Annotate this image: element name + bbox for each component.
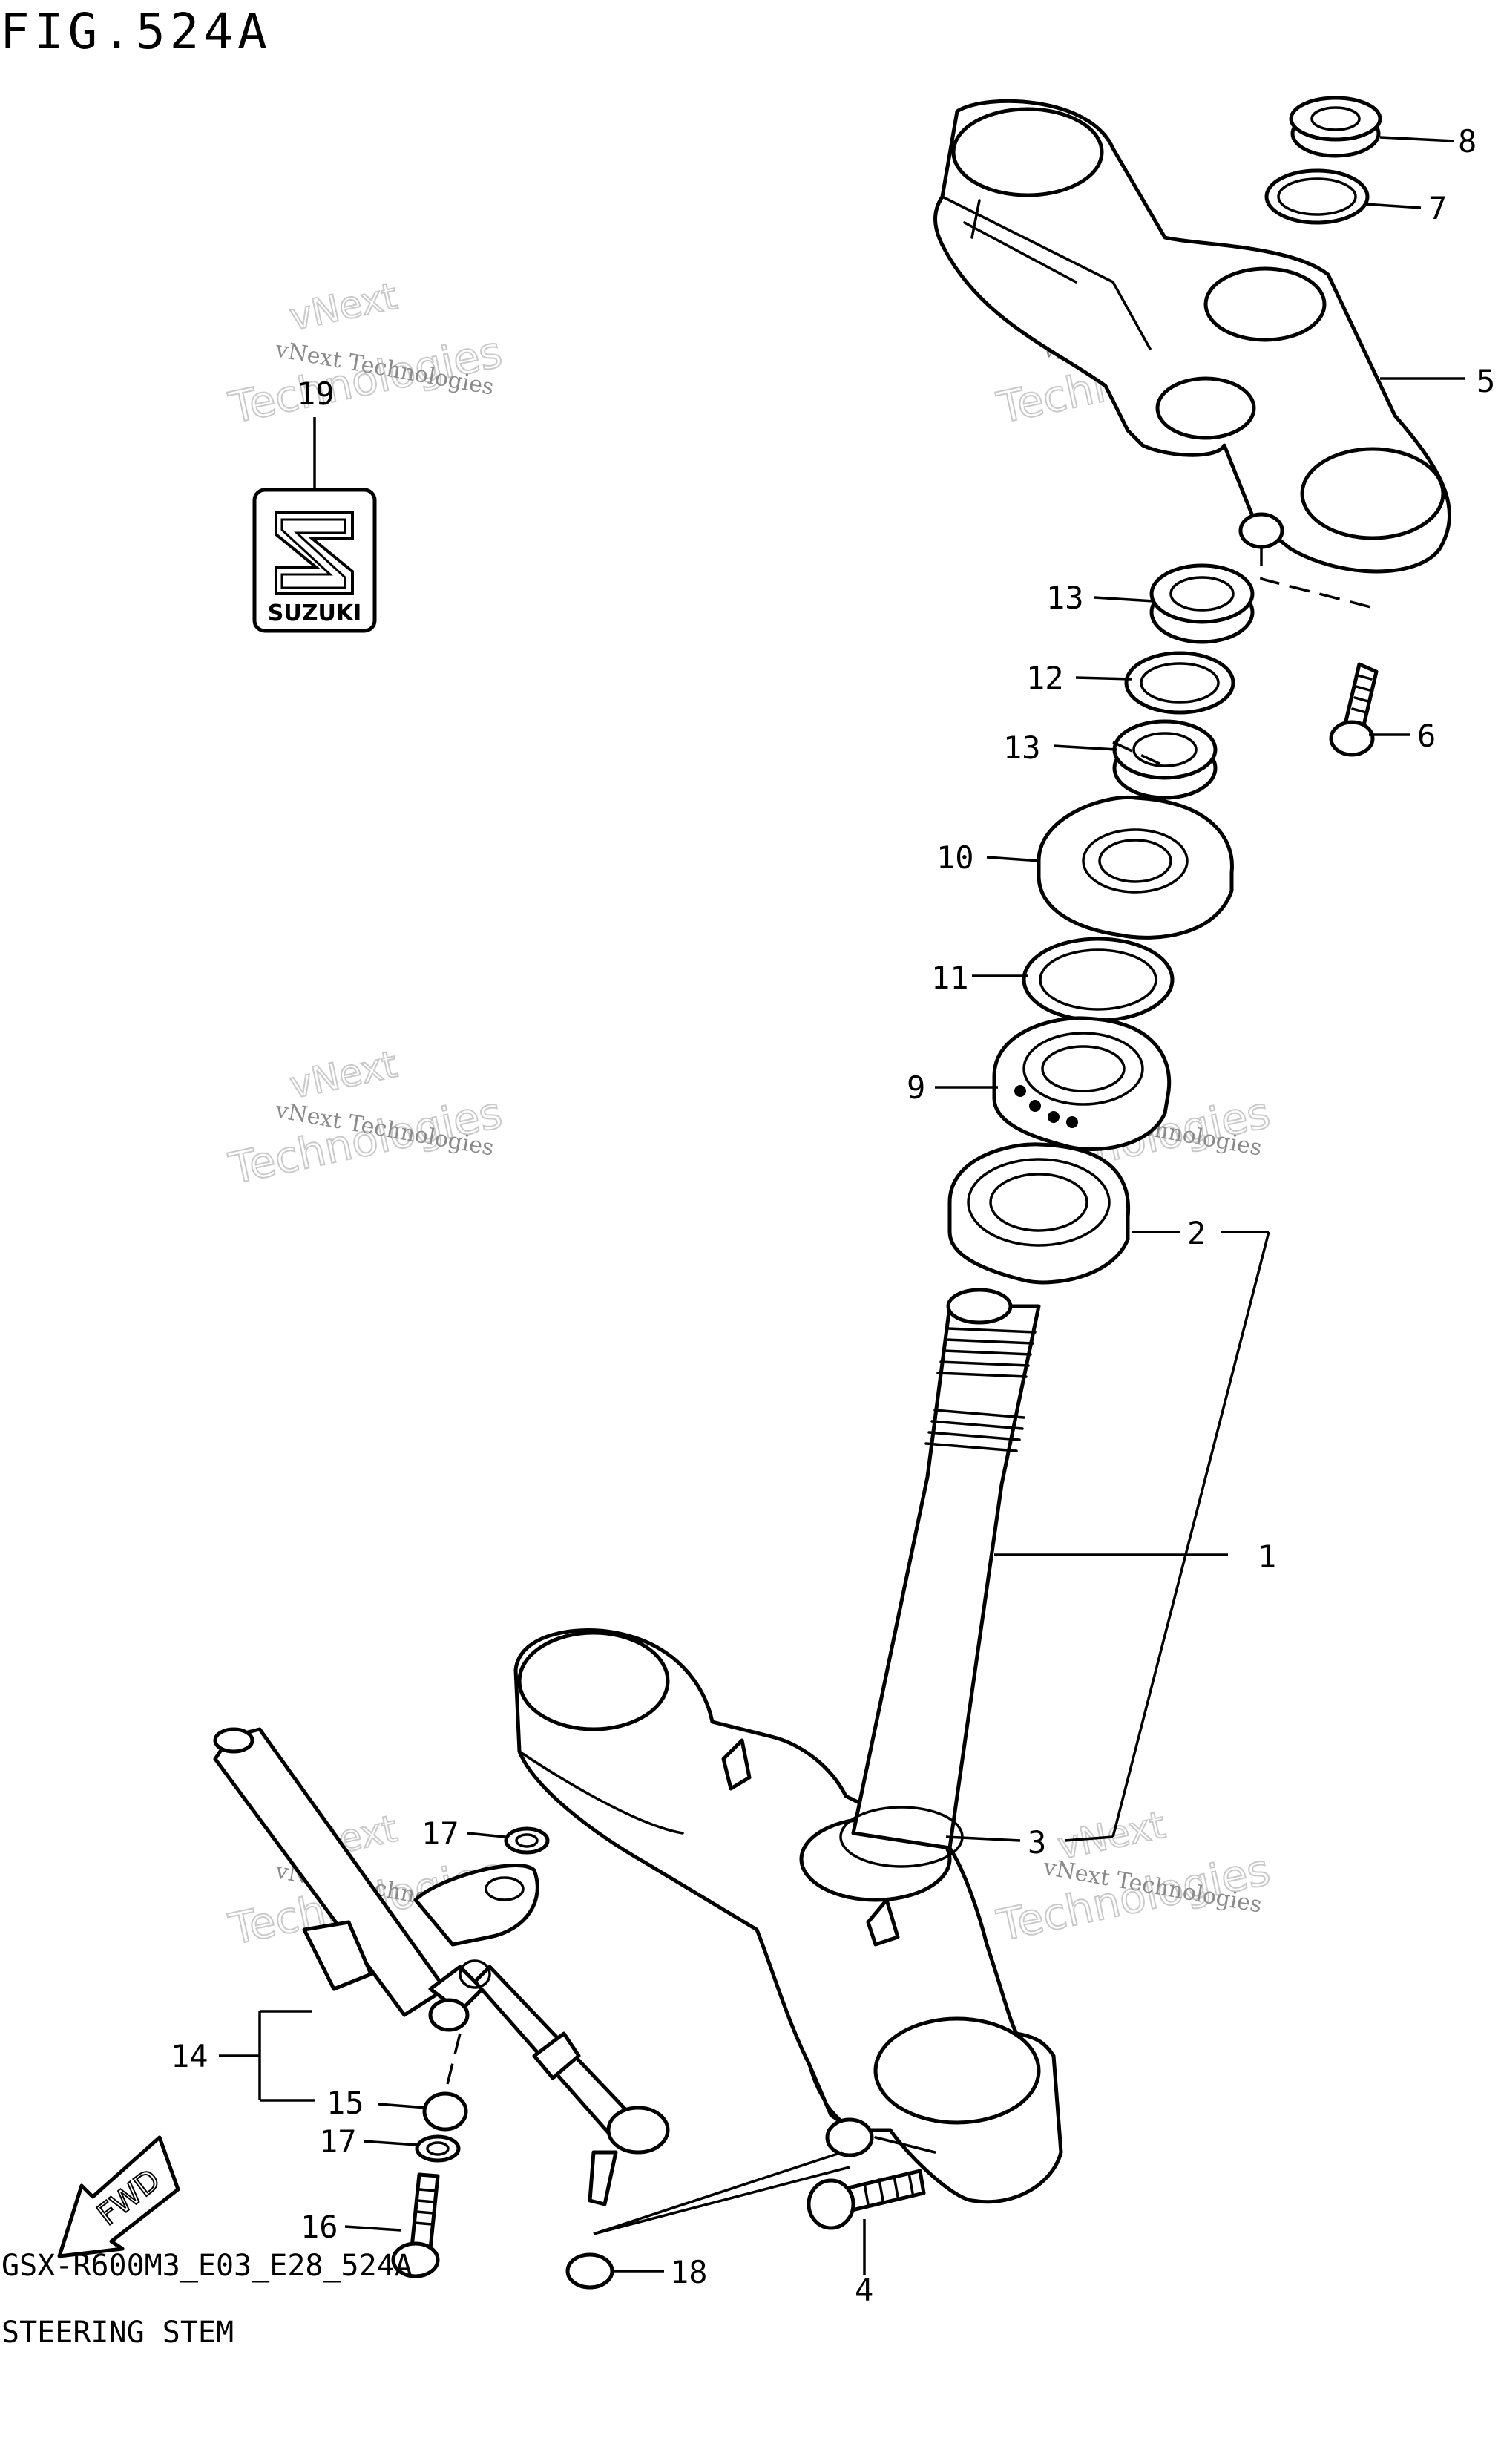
washer-11-part [1022, 937, 1175, 1023]
callout-14: 14 [171, 2038, 208, 2074]
washer-7-part [1264, 168, 1370, 225]
callout-4: 4 [855, 2272, 873, 2308]
callout-15: 15 [326, 2085, 364, 2121]
watermark-top-left: vNext Technologies vNext Technologies [224, 274, 508, 434]
washer-17-upper-part [504, 1826, 550, 1855]
callout-16: 16 [300, 2209, 338, 2245]
bolt-4-part [807, 2169, 926, 2230]
dust-seal-10-part [1037, 795, 1234, 940]
steering-stem-part [513, 1288, 1063, 2204]
bearing-race-2-part [947, 1142, 1131, 1285]
lock-nut-13-upper-part [1149, 563, 1255, 644]
bearing-9-part [992, 1016, 1172, 1152]
steering-damper-part [213, 1727, 670, 2206]
callout-17-lower: 17 [319, 2123, 357, 2160]
callout-6: 6 [1417, 718, 1436, 754]
figure-title: FIG.524A [0, 3, 272, 60]
callout-3: 3 [1028, 1824, 1046, 1861]
callout-2: 2 [1187, 1215, 1206, 1251]
suzuki-logo-text: SUZUKI [268, 600, 362, 626]
watermark-brand: vNext [286, 1043, 401, 1107]
watermark-mid-left: vNext Technologies vNext Technologies [224, 1042, 508, 1195]
callout-8: 8 [1458, 123, 1477, 160]
suzuki-emblem-part: SUZUKI [252, 417, 377, 633]
callout-1: 1 [1258, 1539, 1276, 1575]
nut-15-part [422, 2091, 468, 2132]
callout-18: 18 [670, 2254, 708, 2290]
callout-7: 7 [1428, 190, 1447, 226]
bolt-6-part [1329, 662, 1379, 757]
diagram-name: STEERING STEM [1, 2316, 234, 2350]
washer-12-part [1124, 651, 1235, 715]
callout-13-upper: 13 [1046, 580, 1084, 616]
diagram-code: GSX-R600M3_E03_E28_524A [1, 2249, 413, 2283]
washer-17-lower-part [415, 2134, 461, 2163]
callout-10: 10 [936, 839, 974, 876]
callout-19: 19 [297, 376, 335, 412]
callout-17-upper: 17 [421, 1815, 459, 1852]
lock-nut-13-lower-part [1112, 719, 1218, 800]
callout-13-lower: 13 [1003, 730, 1041, 766]
forward-arrow-indicator: FWD [57, 2135, 180, 2258]
callout-11: 11 [931, 960, 969, 996]
nut-18-part [565, 2252, 614, 2290]
bolt-16-part [391, 2172, 440, 2278]
watermark-brand: vNext [286, 275, 401, 339]
callout-5: 5 [1477, 363, 1495, 399]
callout-labels: 1 2 3 4 5 6 7 8 9 10 11 12 13 13 14 15 1… [171, 123, 1495, 2308]
callout-9: 9 [907, 1069, 925, 1106]
leader-lines [219, 136, 1465, 2275]
upper-bracket-part [933, 99, 1451, 574]
steering-nut-part [1289, 96, 1382, 158]
callout-12: 12 [1026, 660, 1064, 696]
